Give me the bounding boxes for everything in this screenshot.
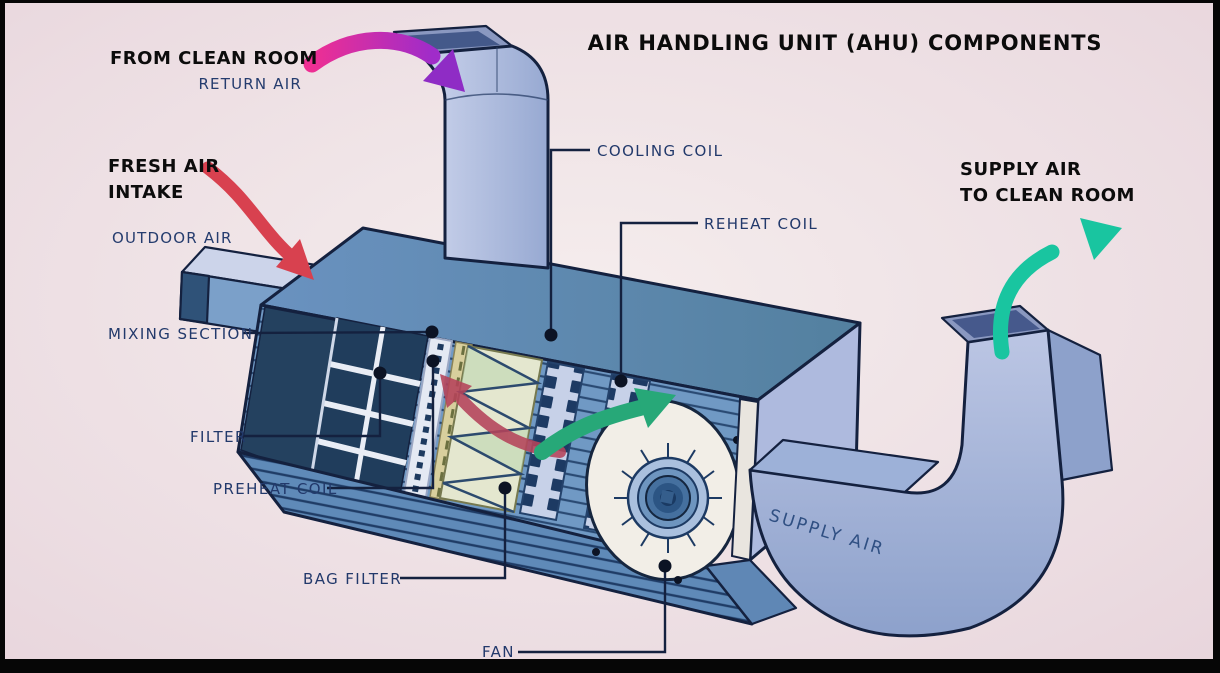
supply-air-duct: SUPPLY AIR <box>748 304 1114 638</box>
cutaway-edge <box>730 397 760 562</box>
leader-lines <box>242 148 698 654</box>
preheat-coil-label: PREHEAT COIL <box>213 480 338 498</box>
fan-blower <box>585 398 741 584</box>
cooling-coil-label: COOLING COIL <box>597 142 723 160</box>
mixing-section-dampers <box>310 317 429 496</box>
fresh-air-arrow <box>201 161 314 280</box>
return-air-label: RETURN AIR <box>198 75 302 93</box>
supply-air-label-line2: TO CLEAN ROOM <box>960 185 1135 206</box>
supply-air-arrow <box>992 218 1122 360</box>
cabinet-bottom-right <box>704 558 798 626</box>
internal-cool-flow-arrow <box>534 388 676 460</box>
supply-duct-top <box>748 438 940 494</box>
fresh-air-intake-label-line2: INTAKE <box>108 182 184 203</box>
supply-air-label-line1: SUPPLY AIR <box>960 159 1081 180</box>
reheat-coil-label: REHEAT COIL <box>704 215 818 233</box>
outdoor-air-label: OUTDOOR AIR <box>112 229 233 247</box>
mixing-section-label: MIXING SECTION <box>108 325 253 343</box>
diagram-title: AIR HANDLING UNIT (AHU) COMPONENTS <box>588 31 1103 55</box>
fresh-air-intake-label-line1: FRESH AIR <box>108 156 220 177</box>
fan-label: FAN <box>482 643 515 661</box>
return-air-arrow <box>303 32 465 92</box>
from-clean-room-label: FROM CLEAN ROOM <box>110 48 318 69</box>
supply-duct-front <box>748 328 1065 638</box>
bag-filter-label: BAG FILTER <box>303 570 402 588</box>
filter-label: FILTER <box>190 428 247 446</box>
